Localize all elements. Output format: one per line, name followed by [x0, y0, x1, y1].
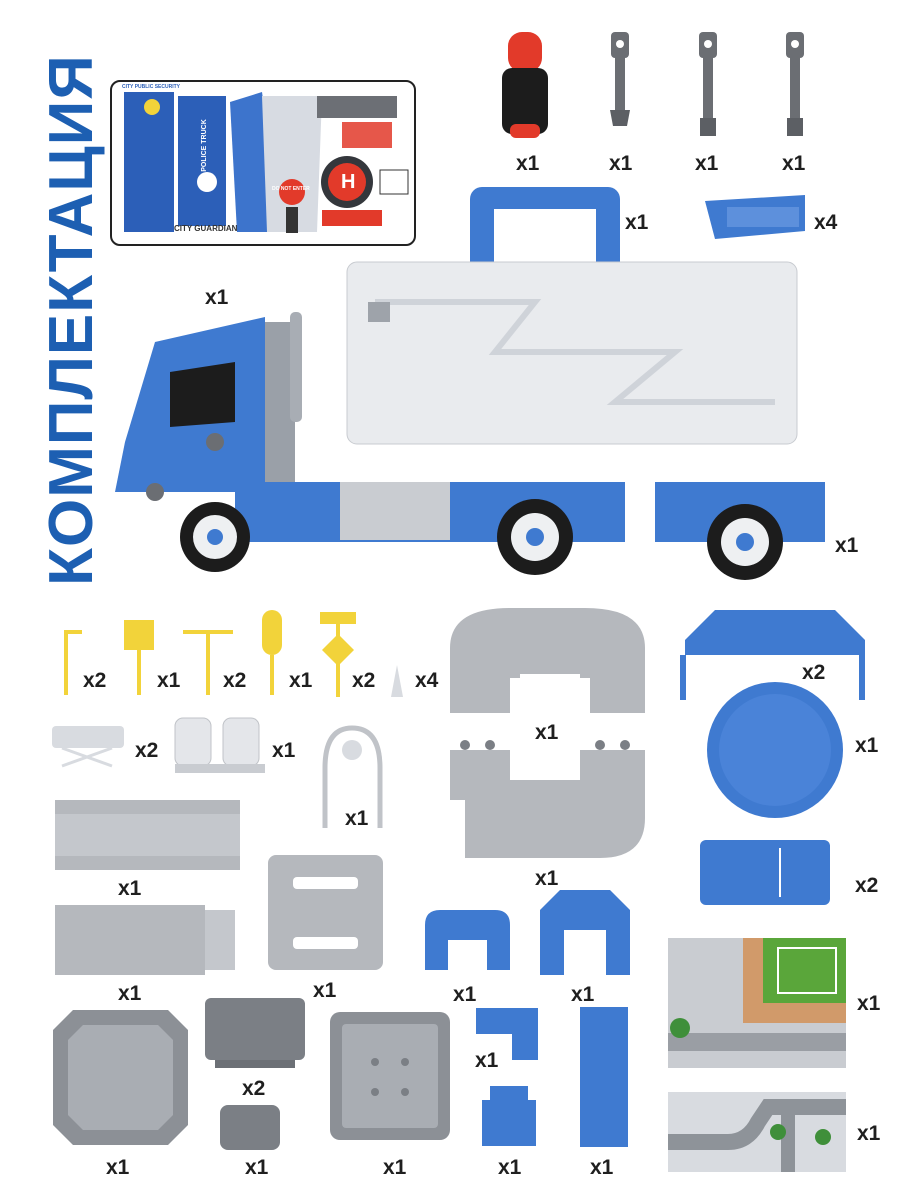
connector-icon	[705, 195, 805, 239]
blue-slab-icon	[580, 1007, 628, 1147]
square-plate-qty: x1	[313, 979, 337, 1002]
blue-block-icon	[700, 840, 830, 905]
track-straight-qty: x1	[118, 877, 142, 900]
screw-tool-1-qty: x1	[609, 152, 633, 175]
truck-icon	[115, 261, 798, 575]
sticker-city-public-security: CITY PUBLIC SECURITY	[122, 84, 180, 90]
map-roads-qty: x1	[857, 1122, 881, 1145]
truck-qty: x1	[205, 286, 229, 309]
sticker-city-guardian: CITY GUARDIAN	[174, 224, 238, 233]
ramp-lower-qty: x1	[535, 867, 559, 890]
grey-panel-icon	[330, 1012, 450, 1140]
diamond-sign-qty: x2	[352, 669, 376, 692]
blue-arch-large-qty: x1	[571, 983, 595, 1006]
square-sign-icon	[124, 620, 154, 695]
blue-block-qty: x2	[855, 874, 879, 897]
trailer-chassis-qty: x1	[835, 534, 859, 557]
basketball-hoop-qty: x1	[345, 807, 369, 830]
blue-corner-qty: x1	[475, 1049, 499, 1072]
grey-cylinder-icon	[220, 1105, 280, 1150]
track-end-icon	[55, 905, 235, 975]
map-roads-icon	[668, 1092, 846, 1172]
screw-tool-3-qty: x1	[782, 152, 806, 175]
diamond-sign-icon	[320, 612, 356, 697]
page-title: КОМПЛЕКТАЦИЯ	[37, 54, 106, 586]
blue-arch-large-icon	[540, 890, 630, 975]
blue-rail-icon	[680, 610, 865, 700]
sticker-helipad-h: H	[341, 171, 356, 193]
ramp-upper-icon	[450, 608, 645, 713]
trailer-chassis-icon	[655, 482, 825, 580]
blue-rail-qty: x2	[802, 661, 826, 684]
sticker-sheet: POLICE TRUCK CITY GUARDIAN CITY PUBLIC S…	[110, 80, 416, 246]
blue-arch-small-icon	[425, 910, 510, 970]
screw-tool-icon	[699, 32, 717, 136]
map-stadium-icon	[668, 938, 846, 1068]
screw-tool-icon	[610, 32, 630, 126]
map-stadium-qty: x1	[857, 992, 881, 1015]
ramp-lower-icon	[450, 740, 645, 858]
sticker-police-truck: POLICE TRUCK	[200, 119, 208, 172]
screw-tool-icon	[786, 32, 804, 136]
bench-qty: x2	[135, 739, 159, 762]
sticker-do-not-enter: DO NOT ENTER	[272, 186, 310, 192]
screw-tool-2-qty: x1	[695, 152, 719, 175]
cones-qty: x4	[415, 669, 439, 692]
double-lamp-icon	[183, 630, 233, 695]
traffic-light-qty: x1	[289, 669, 313, 692]
square-sign-qty: x1	[157, 669, 181, 692]
screwdriver-qty: x1	[516, 152, 540, 175]
blue-slab-qty: x1	[590, 1156, 614, 1179]
grey-box-icon	[205, 998, 305, 1068]
blue-disc-icon	[707, 682, 843, 818]
connectors-qty: x4	[814, 211, 838, 234]
blue-disc-qty: x1	[855, 734, 879, 757]
blue-pedestal-qty: x1	[498, 1156, 522, 1179]
traffic-light-icon	[262, 610, 282, 695]
blue-corner-icon	[476, 1008, 538, 1060]
lamp-post-qty: x2	[83, 669, 107, 692]
square-plate-icon	[268, 855, 383, 970]
grey-tray-qty: x1	[106, 1156, 130, 1179]
cone-icon	[391, 665, 403, 697]
blue-pedestal-icon	[482, 1086, 536, 1146]
grey-tray-icon	[53, 1010, 188, 1145]
lamp-post-icon	[64, 630, 82, 695]
grey-cylinder-qty: x1	[245, 1156, 269, 1179]
grey-box-qty: x2	[242, 1077, 266, 1100]
grey-panel-qty: x1	[383, 1156, 407, 1179]
fuel-pump-icon	[174, 717, 265, 773]
handle-qty: x1	[625, 211, 649, 234]
bench-icon	[52, 726, 124, 768]
blue-arch-small-qty: x1	[453, 983, 477, 1006]
track-straight-icon	[55, 800, 240, 870]
double-lamp-qty: x2	[223, 669, 247, 692]
ramp-upper-qty: x1	[535, 721, 559, 744]
fuel-pumps-qty: x1	[272, 739, 296, 762]
screwdriver-icon	[502, 32, 548, 138]
sticker-sheet-artwork	[124, 92, 409, 233]
basketball-hoop-icon	[322, 725, 383, 828]
track-end-qty: x1	[118, 982, 142, 1005]
